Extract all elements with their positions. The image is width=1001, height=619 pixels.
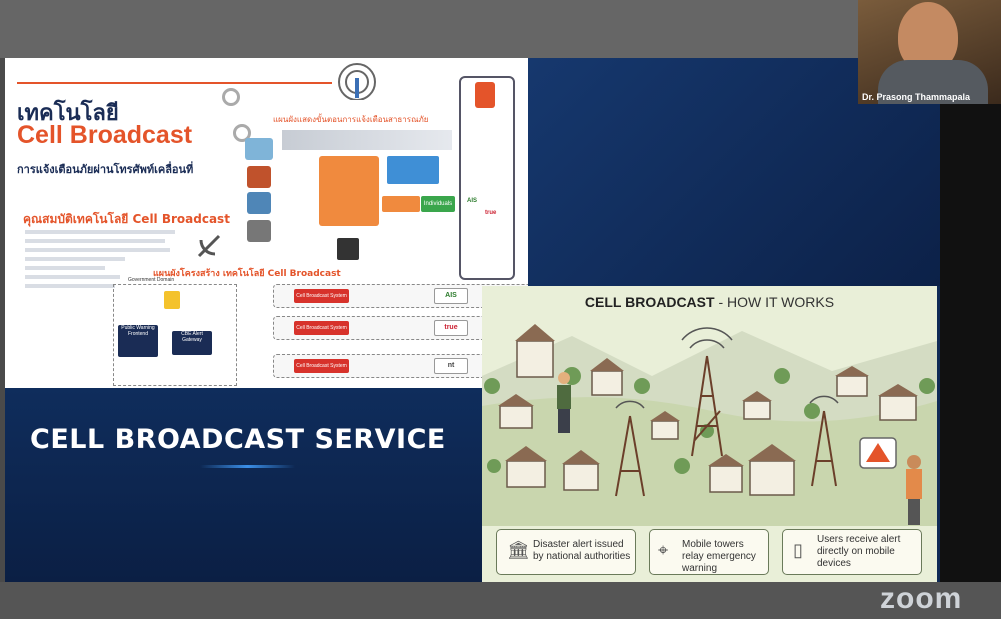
decor-ring (222, 88, 240, 106)
service-title: CELL BROADCAST SERVICE (30, 424, 446, 455)
flood-icon (247, 192, 271, 214)
slide-cell-broadcast-thai: เทคโนโลยี Cell Broadcast การแจ้งเตือนภัย… (5, 58, 528, 388)
individuals-box: Individuals (421, 196, 455, 212)
satellite-dish-icon (195, 230, 225, 260)
caption-authorities: 🏛 Disaster alert issued by national auth… (496, 529, 636, 575)
title-panel (5, 388, 482, 582)
person-user (906, 455, 922, 525)
slide-subtitle: การแจ้งเตือนภัยผ่านโทรศัพท์เคลื่อนที่ (17, 163, 194, 176)
decor-ring (233, 124, 251, 142)
caption-towers: ⌖ Mobile towers relay emergency warning (649, 529, 769, 575)
government-building-icon: 🏛 (507, 540, 530, 560)
phone-illustration: AIS true (459, 76, 515, 280)
slide-title-thai: เทคโนโลยี (17, 101, 119, 126)
properties-list (25, 230, 185, 300)
dept-logo-icon (164, 291, 180, 309)
broadcast-signal-icon (335, 60, 379, 101)
participant-video[interactable] (858, 0, 1001, 104)
caption-users: ▯ Users receive alert directly on mobile… (782, 529, 922, 575)
fire-icon (247, 166, 271, 188)
government-domain: Government Domain Public Warning Fronten… (113, 277, 237, 386)
phone-icon: ▯ (793, 540, 803, 560)
window-top-bar (0, 0, 1001, 58)
flow-title: แผนผังแสดงขั้นตอนการแจ้งเตือนสาธารณภัย (273, 115, 429, 124)
slide-title-en: Cell Broadcast (17, 121, 193, 149)
participant-name: Dr. Prasong Thammapala (862, 92, 971, 102)
zoom-logo: zoom (880, 582, 963, 615)
disaster-icon (247, 220, 271, 242)
how-it-works-illustration: CELL BROADCAST - HOW IT WORKS (482, 286, 937, 582)
alert-flow-diagram: Individuals (237, 128, 457, 278)
title-underline (200, 465, 295, 468)
control-center-box (319, 156, 379, 226)
landscape-scene (482, 324, 937, 526)
window-bottom-bar (0, 582, 1001, 619)
person-officer (557, 372, 571, 433)
illustration-title: CELL BROADCAST - HOW IT WORKS (584, 294, 835, 310)
dept-logo-icon (337, 238, 359, 260)
divider (17, 82, 332, 84)
structure-title: แผนผังโครงสร้าง เทคโนโลยี Cell Broadcast (153, 269, 341, 279)
cloud-icon (245, 138, 273, 160)
tower-icon: ⌖ (658, 540, 669, 560)
side-panel (940, 104, 1001, 582)
properties-title: คุณสมบัติเทคโนโลยี Cell Broadcast (23, 212, 230, 226)
